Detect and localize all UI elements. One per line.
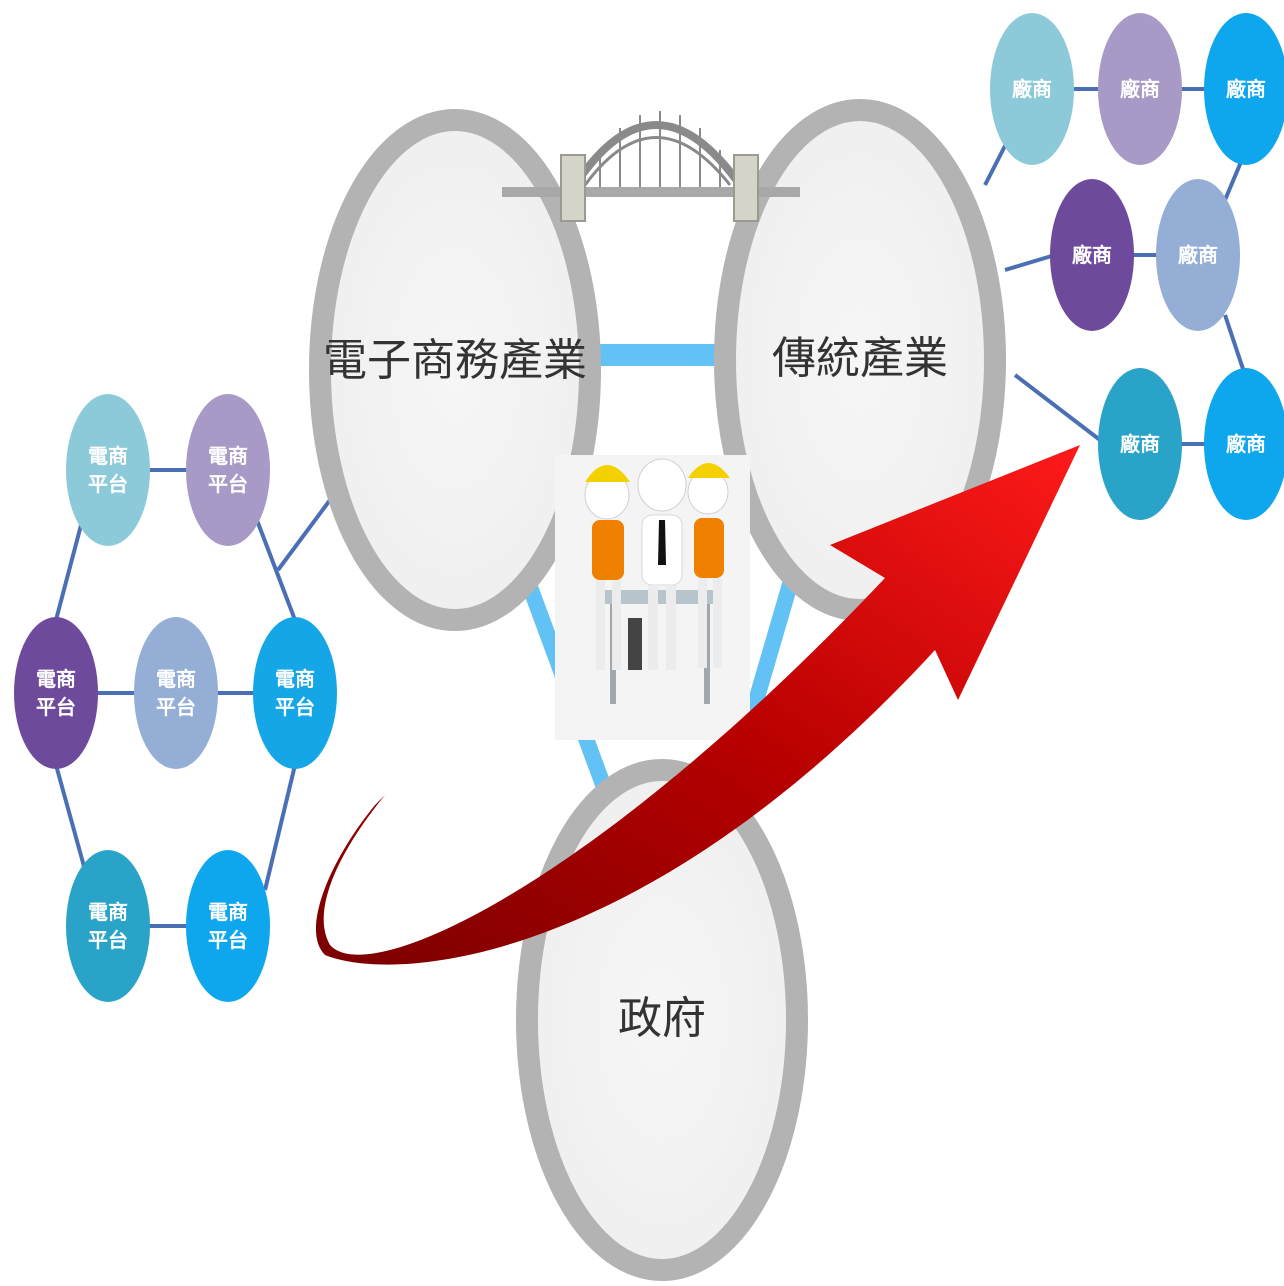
vendor-node: 廠商 [1050, 179, 1134, 331]
bridge-illustration [502, 111, 800, 222]
government-label: 政府 [618, 993, 706, 1044]
platform-node-label: 平台 [88, 472, 128, 496]
platform-node-label: 平台 [208, 472, 248, 496]
vendor-node-label: 廠商 [1226, 432, 1266, 456]
vendor-nodes: 廠商廠商廠商廠商廠商廠商廠商 [990, 13, 1284, 520]
platform-node-label: 平台 [156, 695, 196, 719]
vendor-node: 廠商 [1156, 179, 1240, 331]
vendor-node: 廠商 [1204, 368, 1284, 520]
platform-node-label: 電商 [36, 667, 76, 691]
platform-node-label: 電商 [156, 667, 196, 691]
platform-node-label: 平台 [36, 695, 76, 719]
ecommerce-circle: 電子商務產業 [309, 109, 601, 631]
vendor-node: 廠商 [990, 13, 1074, 165]
ecommerce-label: 電子商務產業 [323, 335, 587, 386]
vendor-node-label: 廠商 [1012, 77, 1052, 101]
platform-node-label: 電商 [208, 900, 248, 924]
traditional-circle: 傳統產業 [714, 99, 1006, 621]
vendor-node: 廠商 [1098, 368, 1182, 520]
platform-node-label: 平台 [88, 928, 128, 952]
vendor-node-label: 廠商 [1178, 243, 1218, 267]
platform-node-label: 電商 [275, 667, 315, 691]
platform-node-label: 平台 [208, 928, 248, 952]
vendor-node-label: 廠商 [1120, 432, 1160, 456]
platform-node-label: 平台 [275, 695, 315, 719]
traditional-label: 傳統產業 [772, 333, 948, 384]
vendor-node-label: 廠商 [1072, 243, 1112, 267]
workers-illustration [555, 455, 750, 740]
red-arrow [315, 445, 1080, 965]
platform-node-label: 電商 [88, 444, 128, 468]
vendor-node: 廠商 [1098, 13, 1182, 165]
vendor-node-label: 廠商 [1226, 77, 1266, 101]
vendor-node-label: 廠商 [1120, 77, 1160, 101]
platform-node-label: 電商 [208, 444, 248, 468]
vendor-node: 廠商 [1204, 13, 1284, 165]
platform-node-label: 電商 [88, 900, 128, 924]
